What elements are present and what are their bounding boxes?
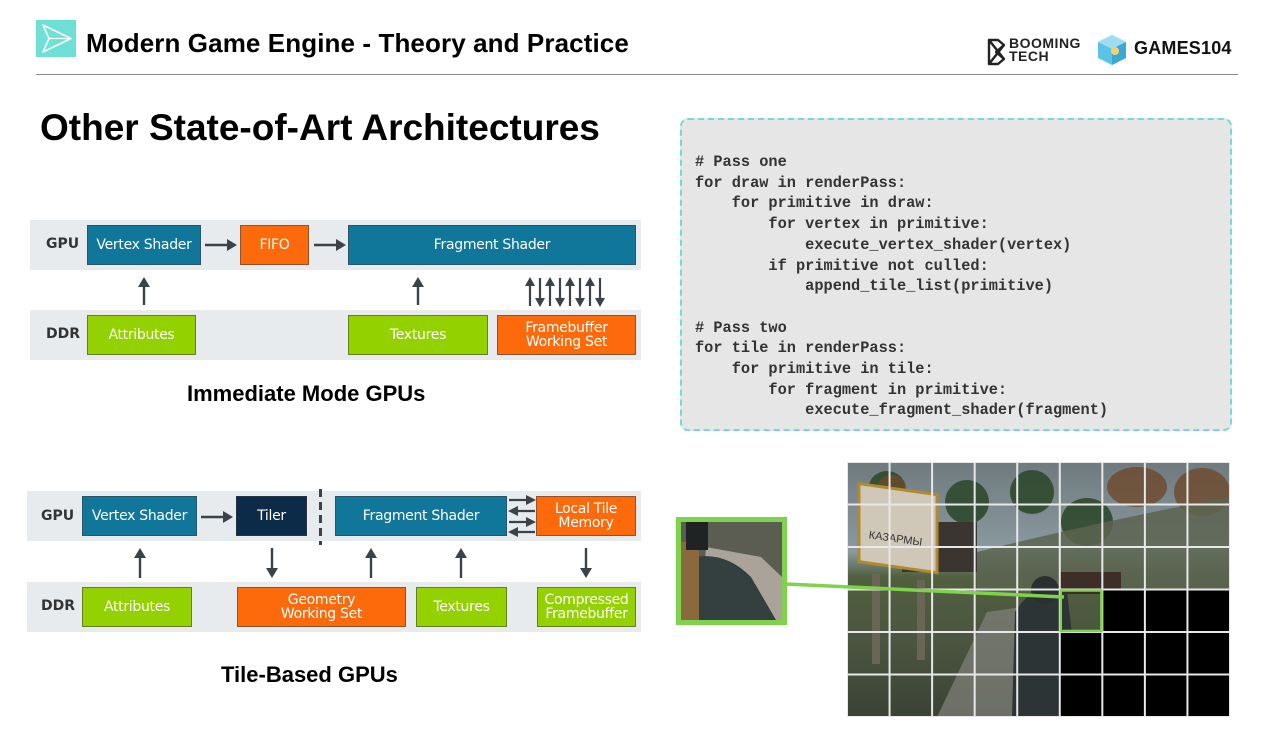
tiled-render-screenshot: КАЗАРМЫ bbox=[847, 462, 1230, 717]
course-title: Modern Game Engine - Theory and Practice bbox=[86, 28, 629, 58]
immediate-fragment-shader-label: Fragment Shader bbox=[433, 237, 551, 253]
header-divider bbox=[36, 74, 1238, 75]
games104-cube-icon bbox=[1096, 33, 1128, 67]
code-line bbox=[695, 297, 1108, 318]
booming-tech-text: BOOMING TECH bbox=[1009, 35, 1081, 64]
tile-vertex-shader-label: Vertex Shader bbox=[91, 508, 188, 524]
compressed-label-line2: Framebuffer bbox=[545, 606, 628, 622]
tile-compressed-framebuffer-box: Compressed Framebuffer bbox=[537, 587, 636, 627]
jacket bbox=[691, 556, 776, 620]
code-line: # Pass one bbox=[695, 153, 787, 171]
code-line: for tile in renderPass: bbox=[695, 339, 907, 358]
tile-vertex-shader-box: Vertex Shader bbox=[82, 496, 197, 536]
code-line: if primitive not culled: bbox=[695, 256, 989, 275]
booming-mark-icon bbox=[987, 38, 1006, 66]
tile-ddr-label: DDR bbox=[41, 598, 76, 614]
immediate-caption: Immediate Mode GPUs bbox=[187, 381, 426, 406]
road-sign: КАЗАРМЫ bbox=[857, 481, 939, 664]
code-line: for vertex in primitive: bbox=[695, 215, 989, 234]
immediate-textures-box: Textures bbox=[348, 315, 488, 355]
unrendered-tile bbox=[1102, 674, 1145, 717]
unrendered-tile bbox=[1059, 632, 1103, 675]
highlighted-tile bbox=[1059, 589, 1103, 633]
unrendered-tile bbox=[1102, 632, 1145, 675]
pseudocode-panel bbox=[680, 118, 1232, 431]
bidirectional-arrows-icon bbox=[524, 277, 606, 307]
unrendered-tile bbox=[1144, 589, 1188, 632]
unrendered-tile bbox=[1059, 674, 1103, 717]
tile-caption: Tile-Based GPUs bbox=[221, 662, 398, 687]
code-line: append_tile_list(primitive) bbox=[695, 277, 1054, 296]
immediate-attributes-label: Attributes bbox=[108, 327, 175, 343]
arrow-up-icon bbox=[137, 277, 151, 305]
framebuffer-label-line2: Working Set bbox=[525, 334, 608, 350]
tile-tiler-label: Tiler bbox=[257, 508, 286, 524]
tile-attributes-box: Attributes bbox=[82, 587, 192, 627]
tile-geometry-box: Geometry Working Set bbox=[237, 587, 406, 627]
tile-local-memory-box: Local Tile Memory bbox=[536, 496, 636, 536]
code-line: execute_vertex_shader(vertex) bbox=[695, 235, 1072, 254]
autumn-tree bbox=[1107, 467, 1167, 507]
arrow-up-icon bbox=[133, 548, 147, 578]
tile-fragment-shader-label: Fragment Shader bbox=[362, 508, 480, 524]
arrow-right-icon bbox=[314, 238, 346, 252]
immediate-ddr-label: DDR bbox=[46, 326, 81, 342]
arrow-down-icon bbox=[265, 548, 279, 578]
immediate-gpu-label: GPU bbox=[46, 236, 80, 252]
tile-textures-label: Textures bbox=[433, 599, 490, 615]
tile-fragment-shader-box: Fragment Shader bbox=[335, 496, 507, 536]
tile-attributes-label: Attributes bbox=[103, 599, 171, 615]
tree bbox=[945, 480, 989, 524]
code-line: for fragment in primitive: bbox=[695, 380, 1008, 399]
unrendered-tile bbox=[1187, 674, 1230, 717]
geometry-label-line2: Working Set bbox=[280, 606, 363, 622]
zoomed-tile-inset bbox=[676, 517, 787, 625]
slide-title: Other State-of-Art Architectures bbox=[40, 107, 600, 148]
arrow-right-icon bbox=[205, 238, 237, 252]
booming-tech-logo: BOOMING TECH bbox=[986, 35, 1086, 67]
immediate-vertex-shader-box: Vertex Shader bbox=[87, 225, 201, 265]
pass-divider-dashed bbox=[319, 489, 322, 545]
arrow-right-icon bbox=[201, 510, 233, 524]
immediate-framebuffer-box: Framebuffer Working Set bbox=[497, 315, 636, 355]
immediate-fifo-label: FIFO bbox=[259, 237, 290, 253]
arrow-up-icon bbox=[411, 277, 425, 305]
immediate-textures-label: Textures bbox=[389, 327, 447, 343]
bidirectional-arrows-icon bbox=[507, 495, 537, 537]
unrendered-tile bbox=[1187, 589, 1230, 632]
arrow-down-icon bbox=[579, 548, 593, 578]
immediate-fifo-box: FIFO bbox=[240, 225, 309, 265]
tree bbox=[1010, 470, 1054, 514]
arrow-up-icon bbox=[454, 548, 468, 578]
unrendered-tile bbox=[1187, 632, 1230, 675]
code-line: for draw in renderPass: bbox=[695, 173, 907, 192]
code-line: for primitive in draw: bbox=[695, 194, 934, 213]
tile-textures-box: Textures bbox=[416, 587, 507, 627]
games104-text: GAMES104 bbox=[1134, 38, 1232, 58]
immediate-vertex-shader-label: Vertex Shader bbox=[96, 237, 192, 253]
unrendered-tile bbox=[1102, 589, 1145, 632]
pseudocode-text: # Pass one for draw in renderPass: for pr… bbox=[695, 152, 1108, 421]
immediate-fragment-shader-box: Fragment Shader bbox=[348, 225, 636, 265]
local-tile-label-line1: Local Tile bbox=[554, 501, 618, 517]
unrendered-tile bbox=[1144, 632, 1188, 675]
strap bbox=[681, 542, 699, 620]
code-line: execute_fragment_shader(fragment) bbox=[695, 401, 1109, 420]
tile-gpu-label: GPU bbox=[41, 508, 75, 524]
code-line: for primitive in tile: bbox=[695, 360, 934, 379]
unrendered-tile bbox=[1144, 674, 1188, 717]
tile-tiler-box: Tiler bbox=[236, 496, 307, 536]
course-logo-icon bbox=[36, 20, 76, 57]
local-tile-label-line2: Memory bbox=[558, 515, 614, 531]
framebuffer-label-line1: Framebuffer bbox=[525, 320, 608, 336]
hill bbox=[977, 497, 1230, 592]
compressed-label-line1: Compressed bbox=[544, 592, 629, 608]
immediate-attributes-box: Attributes bbox=[87, 315, 196, 355]
code-line: # Pass two bbox=[695, 318, 787, 337]
inset-connector-line bbox=[785, 582, 1065, 599]
arrow-up-icon bbox=[364, 548, 378, 578]
geometry-label-line1: Geometry bbox=[287, 592, 356, 608]
